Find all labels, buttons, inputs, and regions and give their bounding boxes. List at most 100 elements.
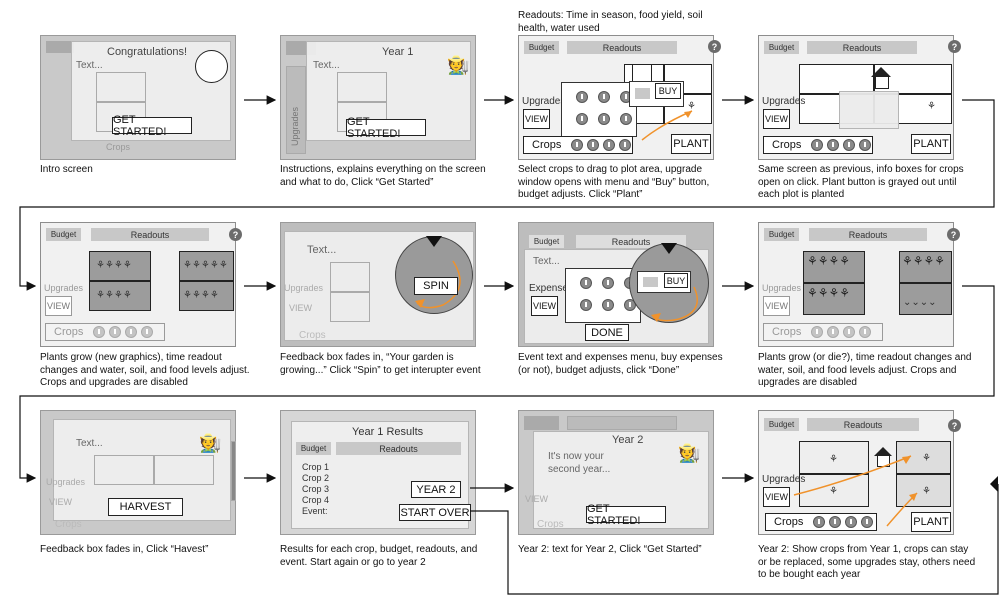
sprout-row-icon: ⚘⚘⚘⚘ [96, 260, 132, 271]
budget-box: Budget [524, 41, 559, 54]
panel-event-expenses: Budget Readouts Text... Expenses VIEW BU… [518, 222, 714, 347]
crop-icon[interactable] [843, 139, 856, 151]
crops-bar-disabled: Crops [763, 323, 883, 341]
crops-ghost: Crops [537, 519, 564, 530]
plot[interactable] [799, 441, 869, 474]
plant-button[interactable]: PLANT [911, 134, 951, 154]
farmer-icon: 🧑‍🌾 [678, 443, 701, 463]
panel-spin: Text... Upgrades VIEW Crops SPIN [280, 222, 476, 347]
sprout-row-icon: ⚘⚘⚘⚘ [96, 290, 132, 301]
sprout-icon: ⚘ [829, 486, 838, 497]
panel-year-2-crops: Budget Readouts ? ⚘ ⚘ ⚘ ⚘ Upgrades VIEW … [758, 410, 961, 535]
crop-icon[interactable] [603, 139, 616, 151]
drag-arrow [641, 110, 693, 141]
plot[interactable] [896, 474, 951, 507]
upgrade-item-icon[interactable] [576, 91, 588, 103]
plot[interactable] [896, 441, 951, 474]
result-row: Crop 1 [302, 462, 330, 472]
help-icon[interactable]: ? [947, 228, 960, 241]
help-icon[interactable]: ? [229, 228, 242, 241]
year-2-button[interactable]: YEAR 2 [411, 481, 461, 498]
house-icon [871, 67, 891, 77]
buy-button[interactable]: BUY [655, 83, 681, 99]
crops-label: Crops [54, 326, 84, 338]
crop-icon[interactable] [619, 139, 632, 151]
ghost-plot [154, 455, 214, 485]
panel-harvest: Text... 🧑‍🌾 Upgrades VIEW Crops HARVEST [40, 410, 236, 535]
tulip-row-icon: ⚘⚘⚘⚘ [807, 286, 851, 300]
results-title: Year 1 Results [352, 426, 424, 438]
view-button[interactable]: VIEW [531, 296, 558, 316]
spin-button[interactable]: SPIN [414, 277, 458, 295]
plot [803, 283, 865, 315]
crops-label: Crops [532, 139, 562, 151]
side-edge [231, 441, 236, 501]
spinner-wheel [395, 236, 473, 314]
upgrades-side [286, 66, 306, 154]
result-row: Crop 2 [302, 473, 330, 483]
intro-text: Text... [76, 60, 103, 71]
upgrade-item-icon[interactable] [620, 113, 632, 125]
ghost-plot [330, 292, 370, 322]
arrow-wrap-icon [19, 99, 995, 291]
ghost-plot [94, 455, 154, 485]
expense-item-icon[interactable] [580, 299, 592, 311]
crop-icon[interactable] [811, 139, 824, 151]
caption-info-boxes: Same screen as previous, info boxes for … [758, 164, 964, 200]
congrats-title: Congratulations! [107, 46, 188, 58]
crop-icon[interactable] [827, 139, 840, 151]
view-button[interactable]: VIEW [523, 109, 550, 129]
start-over-button[interactable]: START OVER [399, 504, 471, 521]
crop-icon[interactable] [829, 516, 842, 528]
tulip-row-icon: ⚘⚘⚘⚘ [807, 254, 851, 268]
expenses-menu [565, 268, 641, 323]
upgrade-item-icon[interactable] [576, 113, 588, 125]
budget-box: Budget [296, 442, 331, 455]
help-icon[interactable]: ? [708, 40, 721, 53]
crop-icon[interactable] [861, 516, 874, 528]
harvest-button[interactable]: HARVEST [108, 498, 183, 516]
caption-plants-grow-or-die: Plants grow (or die?), time readout chan… [758, 352, 972, 388]
crop-icon[interactable] [587, 139, 600, 151]
expense-item-icon[interactable] [602, 277, 614, 289]
sprout-icon: ⚘ [687, 101, 696, 112]
arrow-right-icon [990, 476, 998, 492]
expense-item-icon[interactable] [602, 299, 614, 311]
expense-item-icon[interactable] [580, 277, 592, 289]
spin-arrow [415, 260, 461, 309]
panel-plants-grow-or-die: Budget Readouts ? ⚘⚘⚘⚘ ⚘⚘⚘⚘ ⚘⚘⚘⚘ ⌄⌄⌄⌄ Up… [758, 222, 960, 347]
help-icon[interactable]: ? [948, 40, 961, 53]
crop-icon[interactable] [813, 516, 826, 528]
view-button[interactable]: VIEW [763, 487, 790, 507]
sprout-icon: ⚘ [922, 486, 931, 497]
upgrades-label: Upgrades [762, 283, 802, 293]
view-button[interactable]: VIEW [763, 109, 790, 129]
sprout-icon: ⚘ [927, 101, 936, 112]
view-button-disabled: VIEW [45, 296, 72, 316]
upgrade-item-icon[interactable] [598, 113, 610, 125]
crop-icon[interactable] [859, 139, 872, 151]
crop-icon[interactable] [571, 139, 584, 151]
plot [179, 281, 234, 311]
crop-icon [859, 326, 872, 338]
upgrades-label: Upgrades [762, 96, 806, 107]
done-button[interactable]: DONE [585, 324, 629, 341]
upgrade-item-icon[interactable] [598, 91, 610, 103]
ghost-plot [96, 72, 146, 102]
budget-box: Budget [529, 235, 564, 248]
plot[interactable] [799, 64, 874, 94]
drag-arrows [793, 455, 918, 527]
ghost-plot [337, 72, 387, 102]
crop-icon[interactable] [845, 516, 858, 528]
harvest-text: Text... [76, 438, 103, 449]
feedback-text: Text... [307, 244, 337, 256]
help-icon[interactable]: ? [948, 419, 961, 432]
caption-harvest: Feedback box fades in, Click “Havest” [40, 544, 209, 555]
caption-results: Results for each crop, budget, readouts,… [280, 544, 478, 568]
buy-button[interactable]: BUY [664, 273, 688, 288]
crop-icon [827, 326, 840, 338]
readouts-bar: Readouts [567, 41, 677, 54]
plant-button[interactable]: PLANT [671, 134, 711, 154]
plant-button[interactable]: PLANT [911, 512, 951, 532]
